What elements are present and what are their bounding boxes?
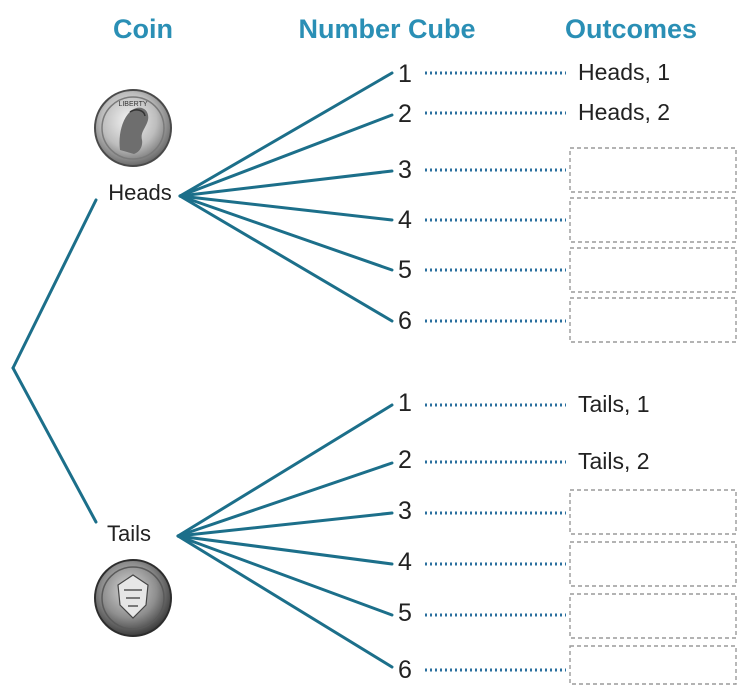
tails-row-1: 1 Tails, 1 (398, 389, 650, 417)
heads-outcome-1: Heads, 1 (578, 59, 670, 85)
heads-number-1: 1 (398, 60, 412, 88)
branch-root-to-heads (11, 198, 98, 370)
heads-row-3: 3 (398, 147, 737, 193)
tails-outcome-2: Tails, 2 (578, 448, 650, 474)
answer-box[interactable] (569, 489, 737, 535)
svg-text:LIBERTY: LIBERTY (118, 101, 147, 108)
tails-row-3: 3 (398, 489, 737, 535)
tails-number-1: 1 (398, 389, 412, 417)
quarter-heads-icon: LIBERTY (94, 89, 172, 167)
header-outcomes: Outcomes (565, 14, 697, 44)
tails-number-5: 5 (398, 599, 412, 627)
tails-row-6: 6 (398, 645, 737, 685)
heads-row-1: 1 Heads, 1 (398, 59, 670, 88)
heads-number-3: 3 (398, 156, 412, 184)
heads-number-4: 4 (398, 206, 412, 234)
tails-branch-lines (176, 403, 394, 669)
answer-box[interactable] (569, 645, 737, 685)
tails-row-4: 4 (398, 541, 737, 587)
branch-heads-to-4 (178, 194, 394, 222)
tails-label: Tails (107, 521, 151, 546)
branch-heads-to-6 (178, 194, 394, 323)
branch-tails-to-6 (176, 534, 394, 669)
header-number-cube: Number Cube (298, 14, 475, 44)
quarter-tails-icon (94, 559, 172, 637)
tails-outcome-1: Tails, 1 (578, 391, 650, 417)
answer-box[interactable] (569, 247, 737, 293)
heads-row-2: 2 Heads, 2 (398, 99, 670, 128)
branch-heads-to-1 (178, 71, 394, 198)
branch-tails-to-4 (176, 534, 394, 566)
answer-box[interactable] (569, 197, 737, 243)
header-coin: Coin (113, 14, 173, 44)
answer-box[interactable] (569, 147, 737, 193)
branch-heads-to-2 (178, 113, 394, 198)
heads-label: Heads (108, 180, 172, 205)
heads-number-2: 2 (398, 100, 412, 128)
heads-branch-lines (178, 71, 394, 323)
branch-tails-to-3 (176, 511, 394, 538)
branch-heads-to-3 (178, 169, 394, 198)
branch-heads-to-5 (178, 194, 394, 272)
heads-row-6: 6 (398, 297, 737, 343)
heads-number-6: 6 (398, 307, 412, 335)
heads-number-5: 5 (398, 256, 412, 284)
tails-number-3: 3 (398, 497, 412, 525)
branch-tails-to-2 (176, 461, 394, 538)
answer-box[interactable] (569, 541, 737, 587)
branch-root-to-tails (11, 366, 98, 524)
heads-row-5: 5 (398, 247, 737, 293)
answer-box[interactable] (569, 593, 737, 639)
branch-tails-to-5 (176, 534, 394, 617)
heads-row-4: 4 (398, 197, 737, 243)
tails-number-4: 4 (398, 548, 412, 576)
tails-row-5: 5 (398, 593, 737, 639)
tails-number-2: 2 (398, 446, 412, 474)
root-branches (11, 198, 98, 524)
tails-number-6: 6 (398, 656, 412, 684)
branch-tails-to-1 (176, 403, 394, 538)
answer-box[interactable] (569, 297, 737, 343)
tails-row-2: 2 Tails, 2 (398, 446, 650, 474)
heads-outcome-2: Heads, 2 (578, 99, 670, 125)
